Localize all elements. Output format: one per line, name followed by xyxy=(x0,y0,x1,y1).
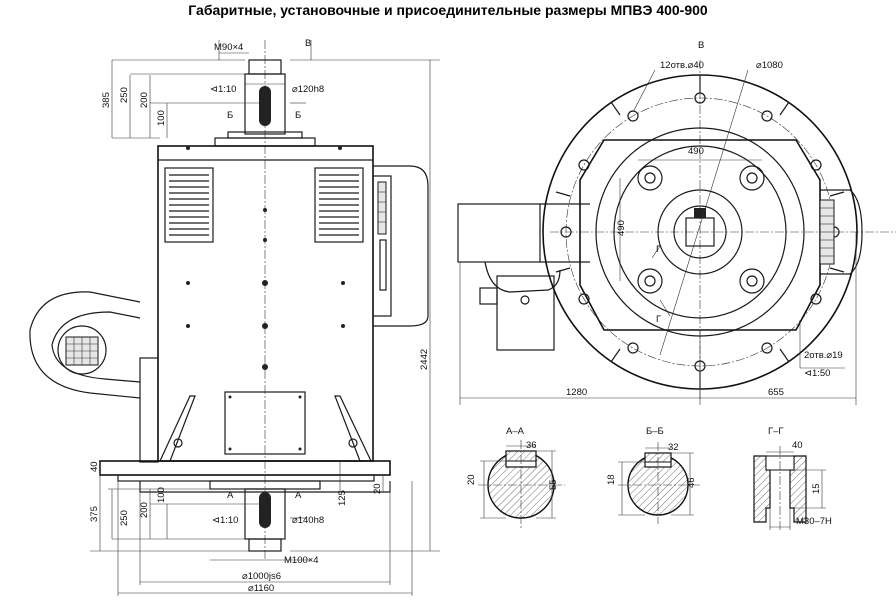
dim-h490: 490 xyxy=(688,146,704,157)
front-view: М90×4 В ⊲1:10 ⌀120h8 Б Б 385 250 200 100… xyxy=(29,38,440,596)
top-view: В 12отв.⌀40 ⌀1080 490 490 Г Г 2отв.⌀19 ⊲… xyxy=(457,40,896,405)
dim-v40: 40 xyxy=(89,461,100,472)
dim-section-b-right: Б xyxy=(295,110,301,121)
motor-body xyxy=(157,145,374,462)
dim-bot-thread: М100×4 xyxy=(284,555,319,566)
dim-v385: 385 xyxy=(101,92,112,108)
dim-taper-1-50: ⊲1:50 xyxy=(804,368,830,379)
terminal-box xyxy=(224,391,306,455)
dim-section-g-top: Г xyxy=(656,244,661,255)
section-a-a-left: 20 xyxy=(466,474,477,485)
dim-taper-top: ⊲1:10 xyxy=(210,84,236,95)
dim-section-a-left: А xyxy=(227,490,234,501)
section-a-a: А–А 36 20 55 xyxy=(466,426,565,528)
dim-v100-bot: 100 xyxy=(156,487,167,503)
dim-height-total: 2442 xyxy=(419,349,430,370)
rib-right xyxy=(334,395,372,462)
louver-right xyxy=(314,167,364,243)
section-a-a-right: 55 xyxy=(548,479,559,490)
louver-right-slats xyxy=(319,174,359,236)
dim-w1280: 1280 xyxy=(566,387,587,398)
dim-section-g-bot: Г xyxy=(656,314,661,325)
bottom-key xyxy=(259,492,271,528)
dim-v200-top: 200 xyxy=(139,92,150,108)
front-dim-lines-right xyxy=(290,59,440,552)
dim-v250-top: 250 xyxy=(119,87,130,103)
front-dim-lines-left xyxy=(90,59,259,552)
dim-shaft-top: ⌀120h8 xyxy=(292,84,324,95)
section-b-b-width: 32 xyxy=(668,442,679,453)
front-dim-lines-bottom xyxy=(117,40,413,596)
housing-outline xyxy=(579,139,821,331)
section-b-b-label: Б–Б xyxy=(646,426,664,437)
louver-left-slats xyxy=(169,174,209,236)
louver-left xyxy=(164,167,214,243)
radial-fins xyxy=(555,76,845,388)
dim-w655: 655 xyxy=(768,387,784,398)
section-g-g-label: Г–Г xyxy=(768,426,784,437)
dim-v375: 375 xyxy=(89,506,100,522)
top-key xyxy=(259,86,271,126)
dim-taper-bot: ⊲1:10 xyxy=(212,515,238,526)
dim-d1000: ⌀1000js6 xyxy=(242,571,281,582)
body-bolts xyxy=(186,146,345,370)
dim-d1160: ⌀1160 xyxy=(248,583,274,594)
section-a-a-label: А–А xyxy=(506,426,525,437)
section-g-g-right: 15 xyxy=(811,483,822,494)
dim-holes-2: 2отв.⌀19 xyxy=(804,350,843,361)
bottom-shaft xyxy=(244,488,286,552)
dim-d1080: ⌀1080 xyxy=(756,60,783,71)
dim-shaft-bot: ⌀140h8 xyxy=(292,515,324,526)
corner-holes xyxy=(637,165,765,294)
drawing-title: Габаритные, установочные и присоединител… xyxy=(188,2,708,18)
section-b-b-right: 46 xyxy=(686,477,697,488)
rib-left xyxy=(159,395,196,462)
dim-top-thread: М90×4 xyxy=(214,42,243,53)
section-b-b-left: 18 xyxy=(606,474,617,485)
top-view-right-blower xyxy=(819,189,863,275)
section-a-a-width: 36 xyxy=(526,440,537,451)
left-fan xyxy=(29,291,159,463)
dim-v490: 490 xyxy=(616,220,627,236)
section-g-g: Г–Г 40 15 М30–7Н xyxy=(753,426,832,530)
right-blower xyxy=(372,165,429,327)
flange xyxy=(99,460,391,493)
dim-holes-12: 12отв.⌀40 xyxy=(660,60,704,71)
section-b-b: Б–Б 32 18 46 xyxy=(606,426,700,524)
top-view-blower xyxy=(457,203,590,351)
section-g-g-width: 40 xyxy=(792,440,803,451)
dim-section-b-left: Б xyxy=(227,110,233,121)
dim-v100-top: 100 xyxy=(156,110,167,126)
dim-v200-bot: 200 xyxy=(139,502,150,518)
dim-v250-bot: 250 xyxy=(119,510,130,526)
dim-v20: 20 xyxy=(372,483,383,494)
dim-arrow-b: В xyxy=(305,38,311,49)
top-view-label: В xyxy=(698,40,704,51)
dim-v125: 125 xyxy=(337,490,348,506)
section-g-g-thread: М30–7Н xyxy=(796,516,832,527)
dim-section-a-right: А xyxy=(295,490,302,501)
